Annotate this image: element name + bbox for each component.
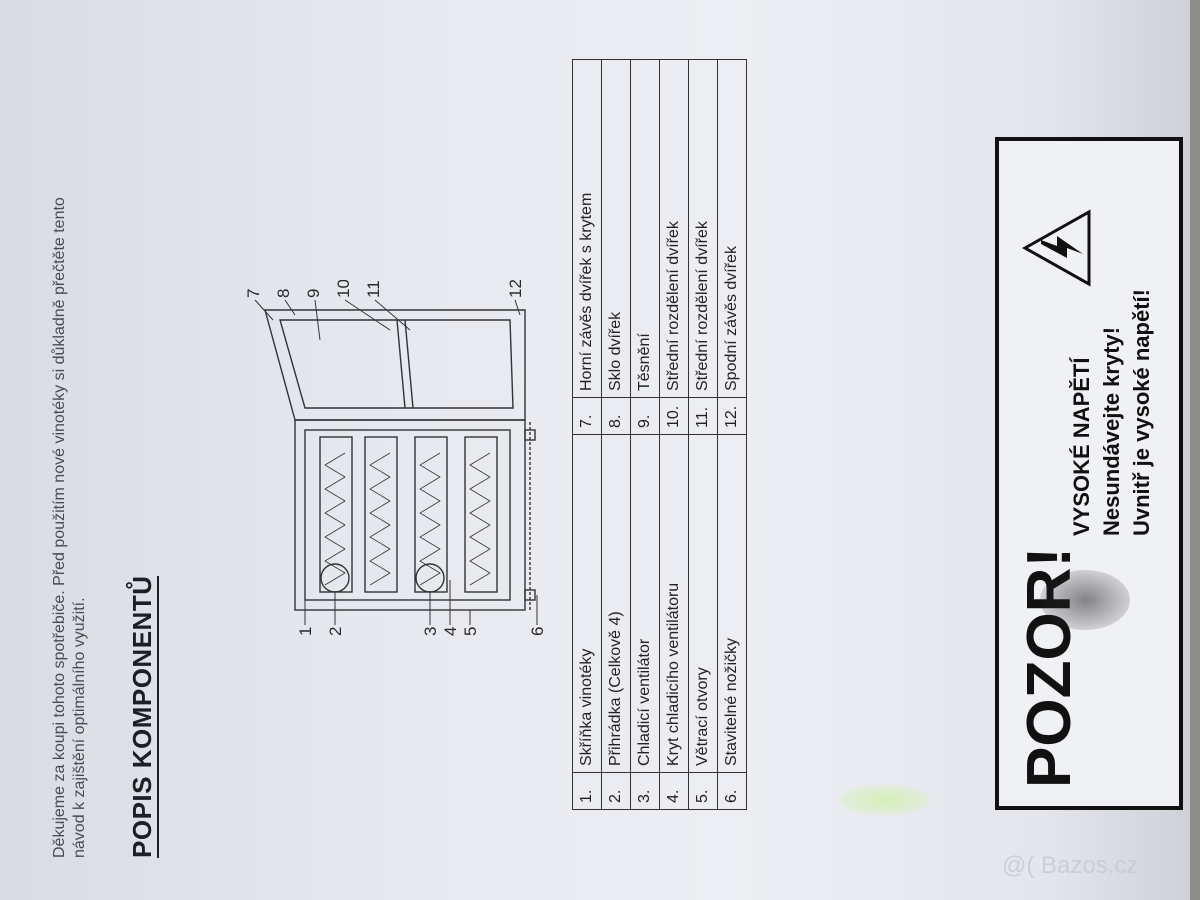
warning-line-2: Nesundávejte kryty! — [1099, 326, 1124, 536]
callout-7: 7 — [244, 289, 263, 298]
part-number: 2. — [601, 772, 631, 810]
part-name: Přihrádka (Celkově 4) — [601, 434, 631, 773]
part-name: Spodní závěs dvířek — [717, 59, 747, 398]
door-frame — [264, 309, 526, 421]
part-number: 4. — [659, 772, 689, 810]
table-row: 4. Kryt chladicího ventilátoru 10. Střed… — [659, 59, 689, 810]
intro-text: Děkujeme za koupi tohoto spotřebiče. Pře… — [50, 78, 90, 858]
callout-4: 4 — [441, 627, 460, 636]
part-number: 3. — [630, 772, 660, 810]
table-row: 2. Přihrádka (Celkově 4) 8. Sklo dvířek — [601, 59, 631, 810]
callout-9: 9 — [304, 289, 323, 298]
watermark: @( Bazos.cz — [1002, 852, 1139, 879]
part-name: Skříňka vinotéky — [572, 434, 602, 773]
part-number: 10. — [659, 397, 689, 435]
cabinet-outline — [294, 419, 526, 611]
shelves — [319, 436, 498, 593]
part-name: Stavitelné nožičky — [717, 434, 747, 773]
high-voltage-icon — [1021, 209, 1091, 287]
bottle-grids — [324, 452, 491, 586]
table-row: 5. Větrací otvory 11. Střední rozdělení … — [688, 59, 718, 810]
leader-lines — [254, 299, 538, 625]
part-number: 12. — [717, 397, 747, 435]
part-number: 8. — [601, 397, 631, 435]
part-name: Střední rozdělení dvířek — [659, 59, 689, 398]
part-number: 5. — [688, 772, 718, 810]
part-number: 7. — [572, 397, 602, 435]
callout-5: 5 — [461, 627, 480, 636]
high-voltage-warning: POZOR! VYSOKÉ NAPĚTÍ Nesundávejte kryty!… — [995, 137, 1183, 810]
warning-line-3: Uvnitř je vysoké napětí! — [1129, 289, 1154, 536]
part-name: Střední rozdělení dvířek — [688, 59, 718, 398]
foot-left — [524, 589, 536, 601]
fan-cooling — [415, 563, 445, 593]
part-name: Chladicí ventilátor — [630, 434, 660, 773]
part-number: 9. — [630, 397, 660, 435]
callout-10: 10 — [334, 280, 353, 298]
photo-shadow — [1040, 570, 1130, 630]
table-row: 1. Skříňka vinotéky 7. Horní závěs dvíře… — [572, 59, 602, 810]
cabinet-inner — [304, 429, 511, 601]
callout-3: 3 — [421, 627, 440, 636]
parts-table: 1. Skříňka vinotéky 7. Horní závěs dvíře… — [572, 59, 747, 810]
callout-6: 6 — [528, 627, 547, 636]
part-number: 6. — [717, 772, 747, 810]
callout-8: 8 — [274, 289, 293, 298]
foot-right — [524, 429, 536, 441]
door-middle-divider — [396, 319, 406, 409]
part-name: Kryt chladicího ventilátoru — [659, 434, 689, 773]
table-row: 3. Chladicí ventilátor 9. Těsnění — [630, 59, 660, 810]
shelf — [464, 436, 498, 593]
part-number: 11. — [688, 397, 718, 435]
shelf — [364, 436, 398, 593]
door-middle-divider-2 — [404, 319, 414, 409]
callout-12: 12 — [506, 280, 525, 298]
part-name: Těsnění — [630, 59, 660, 398]
callout-2: 2 — [326, 627, 345, 636]
table-row: 6. Stavitelné nožičky 12. Spodní závěs d… — [717, 59, 747, 810]
intro-line-2: návod k zajištění optimálního využití. — [71, 597, 88, 858]
callout-1: 1 — [296, 627, 315, 636]
part-name: Větrací otvory — [688, 434, 718, 773]
paper-edge — [1190, 0, 1200, 900]
door-glass — [279, 319, 514, 409]
intro-line-1: Děkujeme za koupi tohoto spotřebiče. Pře… — [51, 197, 68, 858]
fan-top — [320, 563, 350, 593]
part-name: Horní závěs dvířek s krytem — [572, 59, 602, 398]
section-heading: POPIS KOMPONENTŮ — [127, 575, 159, 858]
part-name: Sklo dvířek — [601, 59, 631, 398]
warning-line-1: VYSOKÉ NAPĚTÍ — [1069, 357, 1094, 536]
part-number: 1. — [572, 772, 602, 810]
callout-11: 11 — [364, 280, 383, 298]
wine-cooler-diagram: 1 2 3 4 5 6 7 8 9 10 11 12 — [244, 280, 547, 636]
light-glare — [840, 785, 930, 815]
